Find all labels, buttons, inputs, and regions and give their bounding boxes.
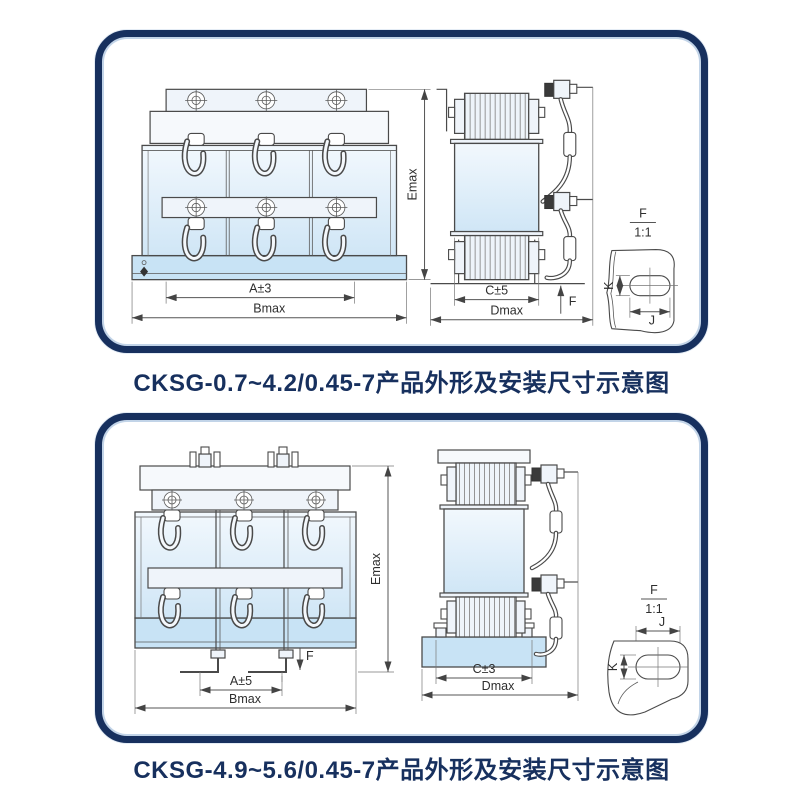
base-plate bbox=[421, 636, 547, 668]
top-plate bbox=[139, 465, 351, 491]
dim-label-c: C±5 bbox=[485, 284, 508, 298]
side-view: C±3 Dmax bbox=[421, 449, 579, 701]
dim-label-a: A±3 bbox=[249, 282, 271, 296]
cable-loops-bottom bbox=[158, 587, 326, 629]
dim-label-f: F bbox=[569, 295, 577, 309]
mid-terminal-bar bbox=[147, 567, 343, 589]
top-core bbox=[463, 92, 530, 141]
cable-loops-bottom bbox=[181, 216, 347, 262]
dim-label-b: Bmax bbox=[229, 692, 262, 706]
dim-label-j: J bbox=[659, 615, 665, 629]
side-view: C±5 F Dmax bbox=[430, 79, 594, 326]
dim-label-e: Emax bbox=[369, 552, 383, 585]
bottom-core bbox=[463, 234, 530, 281]
dim-label-b: Bmax bbox=[253, 302, 286, 316]
front-view: A±3 Bmax Emax bbox=[131, 88, 431, 324]
terminal-bottom bbox=[544, 191, 593, 281]
detail-scale: 1:1 bbox=[645, 602, 662, 616]
dim-label-e: Emax bbox=[406, 168, 420, 201]
coil-body-side bbox=[453, 142, 540, 233]
panel1-drawing: A±3 Bmax Emax bbox=[131, 79, 678, 334]
dim-label-j: J bbox=[649, 314, 655, 328]
detail-view: F 1:1 J K bbox=[606, 583, 689, 716]
detail-title: F bbox=[650, 583, 658, 597]
terminal-bolts bbox=[185, 89, 348, 219]
dim-label-a: A±5 bbox=[230, 674, 252, 688]
caption-cksg-small: CKSG-0.7~4.2/0.45-7产品外形及安装尺寸示意图 bbox=[133, 370, 670, 397]
caption-cksg-large: CKSG-4.9~5.6/0.45-7产品外形及安装尺寸示意图 bbox=[133, 757, 670, 784]
terminal-top bbox=[529, 464, 578, 571]
terminal-top bbox=[540, 79, 593, 204]
dim-label-k: K bbox=[602, 281, 616, 290]
ground-symbol bbox=[140, 260, 149, 277]
terminal-bottom bbox=[531, 574, 578, 657]
dim-label-d: Dmax bbox=[482, 679, 515, 693]
coil-body-side bbox=[443, 508, 525, 594]
panel-cksg-small: A±3 Bmax Emax bbox=[95, 30, 708, 353]
cable-loops-top bbox=[158, 509, 326, 551]
dim-label-c: C±3 bbox=[473, 662, 496, 676]
detail-title: F bbox=[639, 207, 647, 221]
dim-label-f: F bbox=[306, 649, 314, 663]
lifting-lugs bbox=[189, 446, 299, 468]
cable-loops-top bbox=[181, 132, 347, 177]
front-view: F A±5 Bmax Emax bbox=[134, 446, 394, 714]
bottom-core bbox=[455, 596, 517, 638]
base-bolts bbox=[433, 622, 535, 638]
top-core bbox=[455, 462, 517, 506]
dim-label-k: K bbox=[606, 662, 620, 671]
dim-label-d: Dmax bbox=[490, 304, 523, 318]
top-plate bbox=[437, 449, 531, 464]
detail-scale: 1:1 bbox=[634, 226, 651, 240]
panel2-drawing: F A±5 Bmax Emax bbox=[134, 446, 689, 716]
detail-view: F 1:1 K J bbox=[602, 207, 678, 334]
panel-cksg-large: F A±5 Bmax Emax bbox=[95, 413, 708, 743]
